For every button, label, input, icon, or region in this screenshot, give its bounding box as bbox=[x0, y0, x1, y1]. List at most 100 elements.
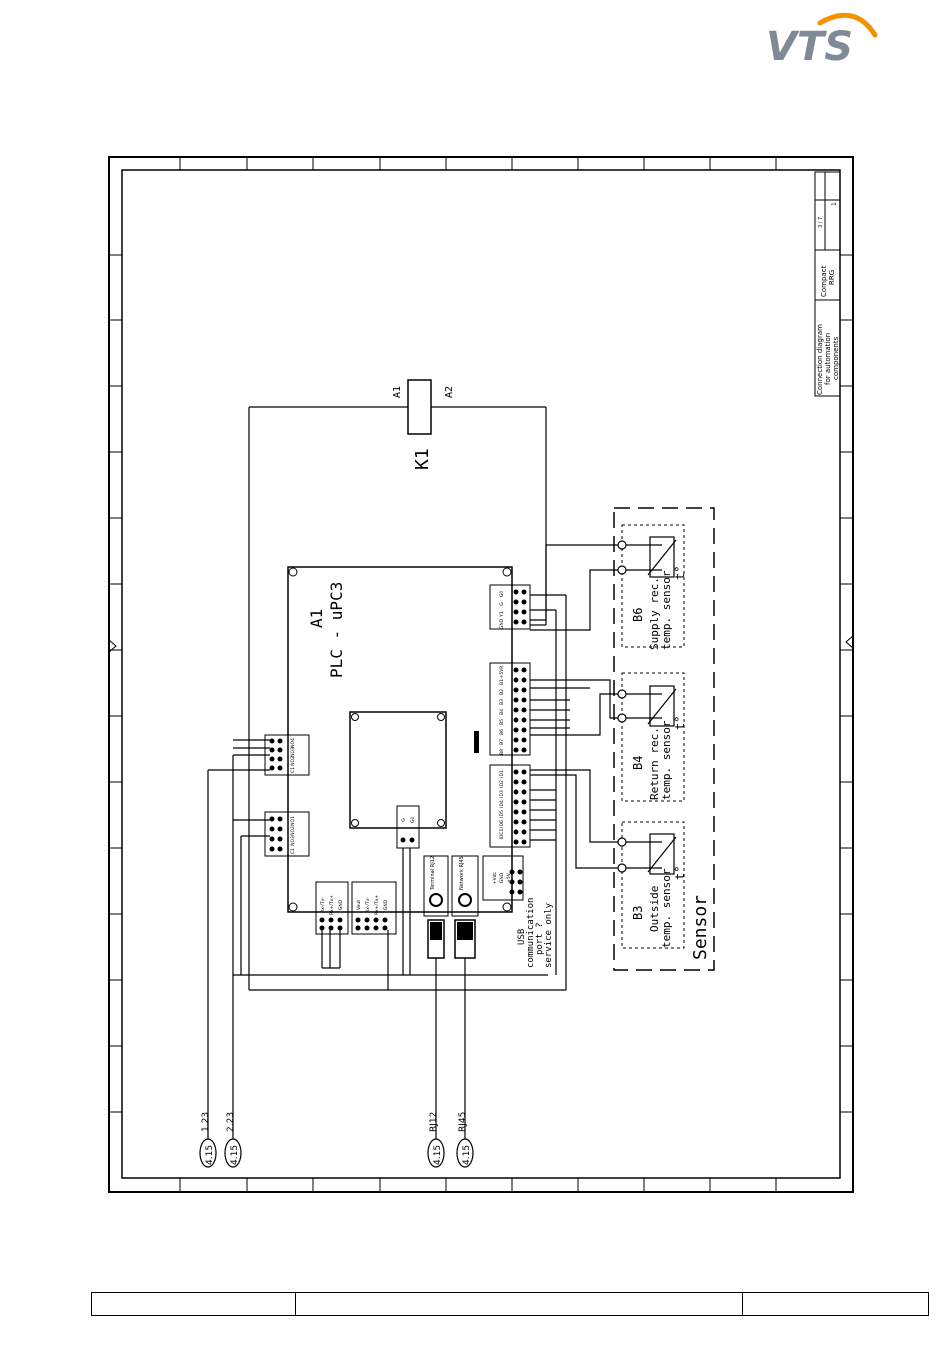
pin-label: +Vdc bbox=[492, 871, 498, 884]
plc-led-strip bbox=[474, 731, 479, 753]
svg-text:communication: communication bbox=[526, 898, 536, 968]
b6-thermistor bbox=[617, 536, 677, 578]
pin-label: ID1 bbox=[499, 770, 505, 778]
k1-label: K1 bbox=[412, 448, 433, 470]
pin-label: C1 bbox=[290, 848, 296, 854]
b6-line2: temp. sensor bbox=[660, 570, 673, 650]
pin-label: B6 bbox=[499, 729, 505, 735]
pin-label: G0 bbox=[410, 817, 416, 823]
pin-label: B2 bbox=[499, 689, 505, 695]
terminal-block-inputs bbox=[489, 662, 531, 756]
pin-label: Vout bbox=[356, 900, 362, 910]
cross-reference-1: 4.15 1.23 bbox=[199, 1112, 217, 1168]
b4-line2: temp. sensor bbox=[660, 720, 673, 800]
pin-label: ID3 bbox=[499, 790, 505, 798]
title-line1: Connection diagram bbox=[816, 324, 824, 395]
b4-line1: Return rec. bbox=[648, 727, 661, 800]
pin-label: B8 bbox=[499, 749, 505, 755]
terminal-block-relay-2 bbox=[264, 811, 310, 857]
terminal-block-digital bbox=[489, 764, 531, 848]
frame-center-mark-right bbox=[845, 634, 854, 650]
sheet-number: 3 / 7 bbox=[818, 217, 824, 228]
outer-frame bbox=[108, 156, 854, 1193]
pin-label: +5VR bbox=[499, 666, 505, 679]
network-port-label: Network RJ45 bbox=[459, 856, 465, 890]
cross-ref-2-sheet: 4.15 bbox=[230, 1145, 240, 1165]
cross-reference-4: 4.15 RJ45 bbox=[456, 1112, 474, 1168]
terminal-pin-labels: G0GY1GND+5VRB1B2B3B4B5B6B7B8ID1ID2ID3ID4… bbox=[290, 591, 512, 915]
pin-label: NO3 bbox=[290, 747, 296, 757]
pin-label: NO4 bbox=[290, 738, 296, 748]
title-block: Connection diagram for automation compon… bbox=[814, 171, 841, 397]
terminal-block-fieldbus bbox=[315, 881, 349, 935]
b4-id: B4 bbox=[631, 756, 645, 770]
pin-label: GND bbox=[499, 618, 505, 629]
pin-label: B7 bbox=[499, 739, 505, 745]
terminal-block-usb-power bbox=[482, 855, 524, 901]
b6-line1: Supply rec. bbox=[648, 577, 661, 650]
terminal-block-power bbox=[396, 805, 420, 849]
b3-id: B3 bbox=[631, 906, 645, 920]
pin-label: Rx+/Tx+ bbox=[374, 895, 380, 915]
cross-ref-2-signal: 2.23 bbox=[226, 1112, 236, 1132]
inner-frame bbox=[121, 169, 841, 1179]
b3-thermistor bbox=[617, 833, 677, 875]
pin-label: G bbox=[401, 818, 407, 822]
vts-logo: VTS bbox=[766, 12, 878, 65]
pin-label: +5V bbox=[506, 872, 512, 883]
pin-label: G bbox=[499, 602, 505, 606]
svg-text:service only: service only bbox=[544, 902, 554, 968]
sheet-index: 1 bbox=[831, 202, 838, 206]
terminal-block-bms bbox=[351, 881, 397, 935]
title-line3: components bbox=[832, 336, 840, 380]
footer-cell-2 bbox=[296, 1293, 743, 1315]
pin-label: NO1 bbox=[290, 816, 296, 826]
b4-sensor-box bbox=[621, 672, 685, 802]
logo-text: VTS bbox=[766, 24, 853, 65]
terminal-rj12-port: Terminal RJ12 bbox=[423, 855, 449, 959]
b4-symbol: t° bbox=[673, 716, 687, 730]
footer-cell-3 bbox=[743, 1293, 928, 1315]
frame-ticks bbox=[109, 157, 853, 1192]
pin-label: ID4 bbox=[499, 800, 505, 808]
pin-label: NO3 bbox=[290, 836, 296, 846]
title-line2: for automation bbox=[824, 333, 832, 385]
pin-label: GND bbox=[383, 899, 389, 910]
pin-label: B3 bbox=[499, 699, 505, 705]
terminal-block-relay-1 bbox=[264, 734, 310, 776]
svg-text:port ?: port ? bbox=[535, 922, 545, 955]
b3-symbol: t° bbox=[673, 866, 687, 880]
k1-pin-a2: A2 bbox=[444, 386, 455, 398]
pin-label: IDC1 bbox=[499, 828, 505, 839]
k1-relay bbox=[407, 379, 432, 435]
plc-display-screws bbox=[351, 713, 445, 827]
b3-line2: temp. sensor bbox=[660, 868, 673, 948]
k1-pin-a1: A1 bbox=[392, 386, 403, 398]
cross-reference-2: 4.15 2.23 bbox=[224, 1112, 242, 1168]
b6-id: B6 bbox=[631, 608, 645, 622]
cross-ref-1-signal: 1.23 bbox=[201, 1112, 211, 1132]
b6-symbol: t° bbox=[673, 566, 687, 580]
b6-sensor-box bbox=[621, 524, 685, 648]
pin-label: NO2 bbox=[290, 756, 296, 766]
pin-label: Y1 bbox=[499, 611, 505, 618]
network-rj45-port: Network RJ45 bbox=[451, 855, 479, 959]
cross-reference-3: 4.15 RJ12 bbox=[427, 1112, 445, 1168]
cross-ref-1-sheet: 4.15 bbox=[205, 1145, 215, 1165]
sensor-group-label: Sensor bbox=[690, 895, 711, 960]
b3-line1: Outside bbox=[648, 886, 661, 932]
pin-label: B5 bbox=[499, 719, 505, 725]
pin-label: ID5 bbox=[499, 810, 505, 818]
cross-ref-3-signal: RJ12 bbox=[429, 1112, 439, 1132]
cross-ref-4-signal: RJ45 bbox=[458, 1112, 468, 1132]
plc-id: A1 bbox=[307, 609, 326, 628]
plc-display bbox=[349, 711, 447, 829]
cross-ref-4-sheet: 4.15 bbox=[462, 1145, 472, 1165]
pin-label: Rx+/Tx+ bbox=[329, 895, 335, 915]
b3-sensor-box bbox=[621, 821, 685, 949]
logo-arc bbox=[817, 12, 878, 38]
terminal-block-ao bbox=[489, 584, 531, 630]
pin-label: C1 bbox=[290, 767, 296, 773]
plc-name: PLC - uPC3 bbox=[327, 582, 346, 678]
